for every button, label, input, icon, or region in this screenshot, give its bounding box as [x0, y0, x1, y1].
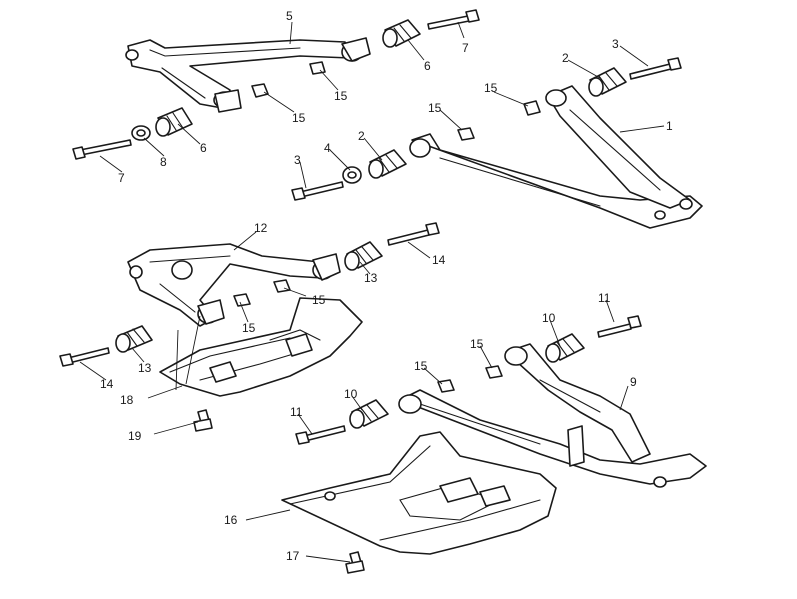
bolt-3-right — [629, 57, 682, 80]
callout-16: 16 — [224, 513, 238, 527]
bolt-19 — [193, 409, 213, 432]
nut-15-center — [457, 127, 475, 141]
callout-1: 1 — [666, 119, 673, 133]
callout-2-right: 2 — [562, 51, 569, 65]
callout-13-right: 13 — [364, 271, 378, 285]
callout-labels: 5 7 6 15 15 6 8 7 2 3 15 1 15 2 4 3 12 1… — [100, 9, 673, 563]
upper-arm-5 — [125, 37, 371, 113]
bushing-13-left — [115, 325, 153, 353]
nut-15-lower-center — [437, 379, 455, 393]
callout-3-right: 3 — [612, 37, 619, 51]
bolt-11-right — [597, 315, 642, 338]
callout-4: 4 — [324, 141, 331, 155]
bushing-2-right — [588, 67, 627, 97]
nut-15-lower-right — [485, 365, 503, 379]
upper-arm-1 — [409, 85, 703, 229]
bolt-11-left — [295, 425, 346, 445]
callout-18: 18 — [120, 393, 134, 407]
nut-15-lower-b — [233, 293, 251, 307]
washer-8 — [131, 125, 151, 141]
bushing-6-left — [155, 107, 193, 137]
callout-3-left: 3 — [294, 153, 301, 167]
callout-15-f: 15 — [242, 321, 256, 335]
bolt-7-top — [427, 9, 480, 30]
skid-plate-18 — [159, 297, 363, 397]
callout-10-left: 10 — [344, 387, 358, 401]
bushing-6-right — [382, 19, 421, 48]
bolt-17 — [345, 551, 365, 574]
callout-15-d: 15 — [428, 101, 442, 115]
callout-14-right: 14 — [432, 253, 446, 267]
callout-5: 5 — [286, 9, 293, 23]
callout-15-e: 15 — [312, 293, 326, 307]
bushing-10-right — [545, 333, 585, 363]
skid-plate-16 — [281, 431, 557, 555]
leader-lines — [79, 21, 665, 563]
callout-7-top: 7 — [462, 41, 469, 55]
callout-17: 17 — [286, 549, 300, 563]
callout-9: 9 — [630, 375, 637, 389]
bushing-13-right — [344, 241, 383, 271]
callout-14-left: 14 — [100, 377, 114, 391]
nut-15-right — [523, 100, 541, 116]
callout-8: 8 — [160, 155, 167, 169]
washer-4 — [342, 166, 362, 184]
callout-15-a: 15 — [334, 89, 348, 103]
callout-11-left: 11 — [290, 405, 303, 419]
nut-15-upper-left — [251, 83, 269, 98]
callout-15-b: 15 — [292, 111, 306, 125]
bolt-7-left — [72, 139, 132, 160]
callout-2-left: 2 — [358, 129, 365, 143]
nut-15-top — [309, 61, 326, 75]
callout-15-h: 15 — [414, 359, 428, 373]
lower-arm-9 — [398, 343, 707, 488]
bolt-3-left — [291, 181, 344, 201]
bushing-10-left — [349, 399, 389, 429]
callout-10-right: 10 — [542, 311, 556, 325]
callout-19: 19 — [128, 429, 142, 443]
callout-11-right: 11 — [598, 291, 611, 305]
callout-7-left: 7 — [118, 171, 125, 185]
callout-15-c: 15 — [484, 81, 498, 95]
callout-6-left: 6 — [200, 141, 207, 155]
callout-12: 12 — [254, 221, 268, 235]
callout-6-right: 6 — [424, 59, 431, 73]
lower-arm-12 — [127, 243, 341, 327]
bolt-14-right — [387, 222, 440, 246]
bolt-14-left — [59, 347, 110, 367]
callout-15-g: 15 — [470, 337, 484, 351]
callout-13-left: 13 — [138, 361, 152, 375]
nut-15-lower-a — [273, 279, 291, 293]
bushing-2-left — [368, 149, 407, 179]
